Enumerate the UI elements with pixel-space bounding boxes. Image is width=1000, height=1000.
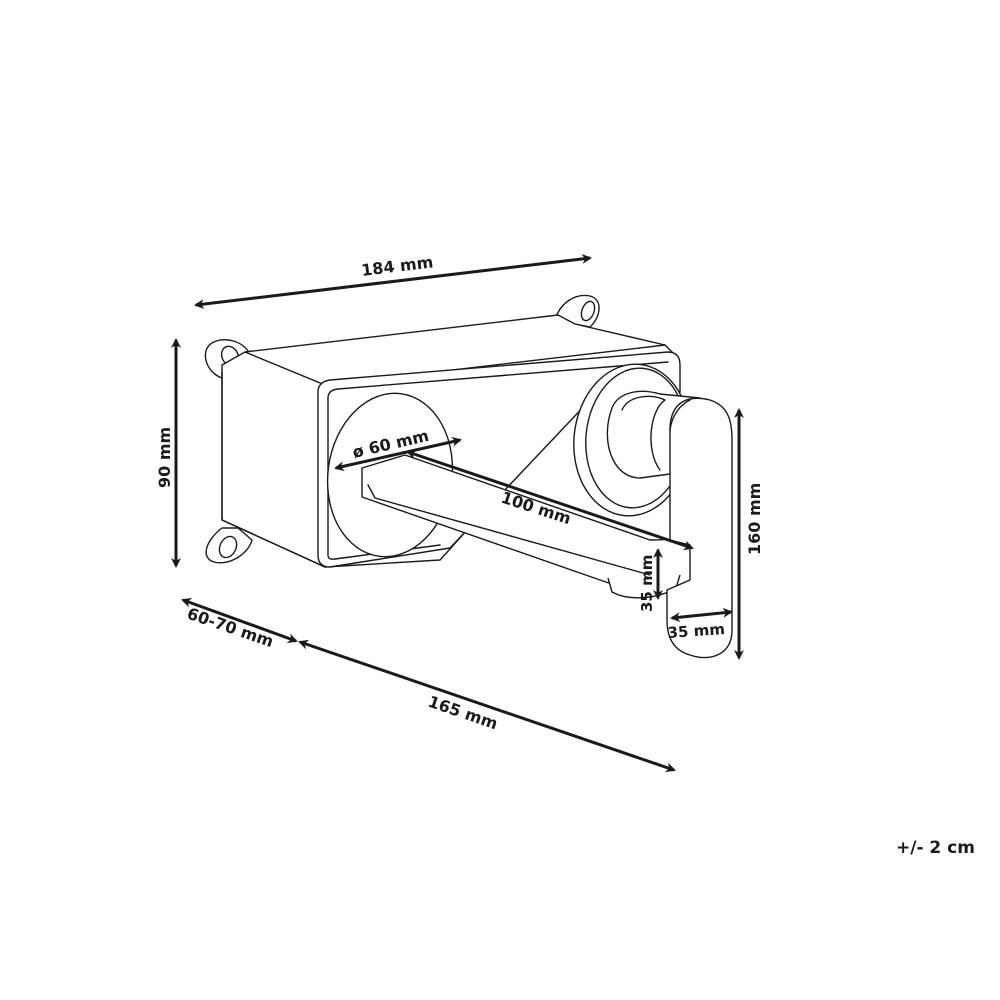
dimension-lines: [171, 253, 744, 773]
dim-label-box-width: 184 mm: [360, 252, 434, 280]
dim-label-wall-depth: 60-70 mm: [185, 604, 276, 651]
tolerance-note: +/- 2 cm: [896, 838, 975, 858]
dim-label-spout-height: 35 mm: [638, 555, 656, 612]
dim-label-box-height: 90 mm: [155, 427, 174, 488]
dim-label-handle-height: 160 mm: [745, 483, 764, 555]
mounting-ear-bottom-left: [205, 527, 253, 564]
dim-label-handle-width: 35 mm: [667, 620, 725, 642]
